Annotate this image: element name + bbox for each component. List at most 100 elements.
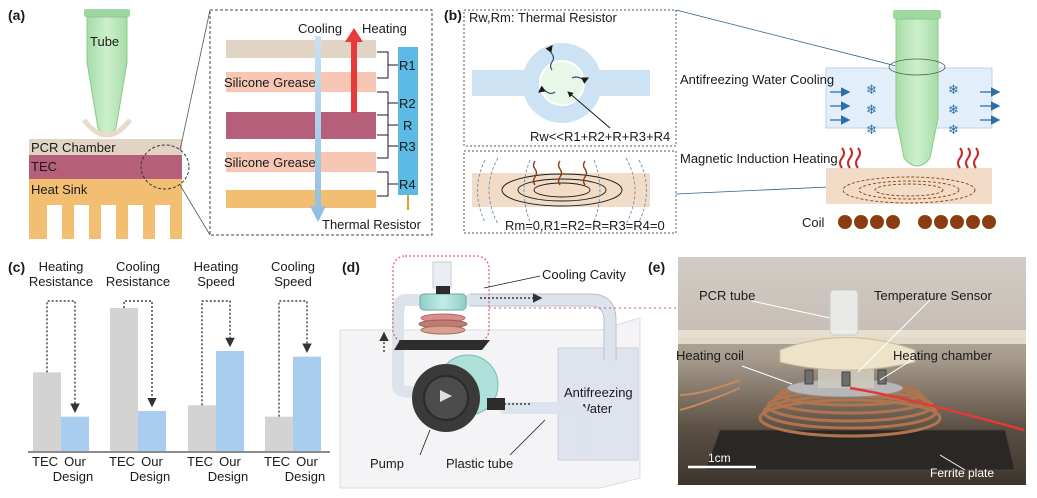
plastic-tube-leader [509, 419, 546, 456]
tube-cross-section [539, 60, 585, 106]
tec-bar [110, 308, 138, 451]
zoom-ellipse [888, 58, 946, 76]
scale-label: 1cm [708, 451, 731, 465]
pump-outlet [487, 398, 505, 410]
comparison-arrow [278, 300, 312, 417]
panel-e: (e) [648, 257, 1026, 485]
panel-b-label: (b) [444, 7, 462, 23]
r3-label: R3 [399, 139, 416, 154]
cooling-label: Cooling [298, 21, 342, 36]
screws [804, 369, 887, 387]
coil-label: Coil [802, 215, 825, 230]
connector-bottom [675, 185, 851, 195]
zoom-line-top [179, 9, 211, 151]
tec-bar [265, 416, 293, 451]
r-label: R [403, 118, 412, 133]
magnetic-induction-heating-label: Magnetic Induction Heating [680, 151, 838, 166]
group-title: Speed [274, 274, 312, 289]
panel-d-label: (d) [342, 259, 360, 275]
heat-flames [839, 147, 979, 169]
heating-block [826, 168, 992, 204]
heating-chamber-label: Heating chamber [893, 348, 993, 363]
cooling-cavity-label: Cooling Cavity [542, 267, 626, 282]
coil-dots [838, 215, 996, 229]
ferrite-base [394, 340, 490, 350]
pcr-tube-shape [82, 9, 132, 138]
cavity-clamp [436, 286, 450, 294]
field-arcs [477, 157, 647, 225]
x-label-ours: Our [141, 454, 163, 469]
water-cooling-box [463, 9, 677, 147]
pump-label: Pump [370, 456, 404, 471]
x-label-ours: Our [296, 454, 318, 469]
x-label-ours: Our [219, 454, 241, 469]
eq-top-pointer [567, 91, 611, 129]
panel-d: (d) Antifreezing Water Cooli [339, 255, 676, 489]
group-title: Heating [39, 259, 84, 274]
zoom-line-bottom [179, 184, 211, 236]
silicone-grease-label-2: Silicone Grease [224, 155, 316, 170]
tube-top [432, 261, 452, 289]
panel-a-label: (a) [8, 7, 25, 23]
panel-a: (a) Tube PCR Chamber TEC Heat Sink Silic… [8, 7, 433, 239]
tec-bar [188, 405, 216, 451]
x-label-tec: TEC [264, 454, 290, 469]
induction-loops [842, 176, 976, 204]
tec-layer [29, 155, 182, 179]
cooling-cavity-highlight [392, 255, 490, 343]
heating-arrow [345, 28, 363, 113]
layer-sink [226, 190, 376, 208]
layer-chamber [226, 40, 376, 58]
heating-coil-label: Heating coil [676, 348, 744, 363]
svg-text:❄: ❄ [866, 123, 877, 138]
svg-text:❄: ❄ [866, 103, 877, 118]
r1-label: R1 [399, 58, 416, 73]
induction-box [463, 150, 677, 234]
x-label-ours: Design [285, 469, 325, 484]
field-lines [501, 173, 623, 207]
group-title: Heating [194, 259, 239, 274]
heat-sink-shape [29, 179, 182, 239]
water-label-1: Antifreezing [564, 385, 633, 400]
coil-lead-wire [679, 379, 741, 396]
our-design-bar [216, 350, 244, 451]
tec-bar [33, 372, 61, 451]
our-design-bar [61, 416, 89, 451]
pcr-tube-holder [779, 337, 916, 371]
panel-e-label: (e) [648, 259, 665, 275]
ferrite-plate-label: Ferrite plate [930, 466, 994, 480]
flow-arrows [830, 87, 1001, 125]
pcr-chamber-label: PCR Chamber [31, 140, 116, 155]
svg-text:❄: ❄ [948, 123, 959, 138]
comparison-arrow [123, 300, 157, 408]
antifreezing-water-cooling-label: Antifreezing Water Cooling [680, 72, 834, 87]
sensor-wire [849, 386, 1025, 432]
pump-arrow-icon [440, 390, 452, 402]
pcr-tube-label: PCR tube [699, 288, 755, 303]
temperature-sensor-label: Temperature Sensor [874, 288, 992, 303]
heating-plate [472, 173, 650, 207]
coil-stack-3 [420, 325, 466, 335]
x-label-tec: TEC [32, 454, 58, 469]
layer-grease-2 [226, 152, 376, 172]
group-title: Cooling [116, 259, 160, 274]
snowflake-icons: ❄ ❄ ❄ ❄ ❄ ❄ [866, 83, 959, 138]
resistor-brackets [377, 51, 398, 197]
layer-grease-1 [226, 72, 376, 92]
right-tube [893, 10, 941, 167]
cooling-cavity [419, 293, 467, 311]
tubing-outline [470, 293, 617, 360]
group-title: Speed [197, 274, 235, 289]
plastic-tubing [392, 294, 616, 456]
r2-label: R2 [399, 96, 416, 111]
group-title: Resistance [106, 274, 170, 289]
plastic-tube-label: Plastic tube [446, 456, 513, 471]
heating-label: Heating [362, 21, 407, 36]
pump-leader [419, 429, 431, 456]
heat-wiggles-bottom [532, 160, 588, 186]
our-design-bar [138, 410, 166, 451]
svg-text:❄: ❄ [866, 83, 877, 98]
heat-sink-label: Heat Sink [31, 182, 88, 197]
